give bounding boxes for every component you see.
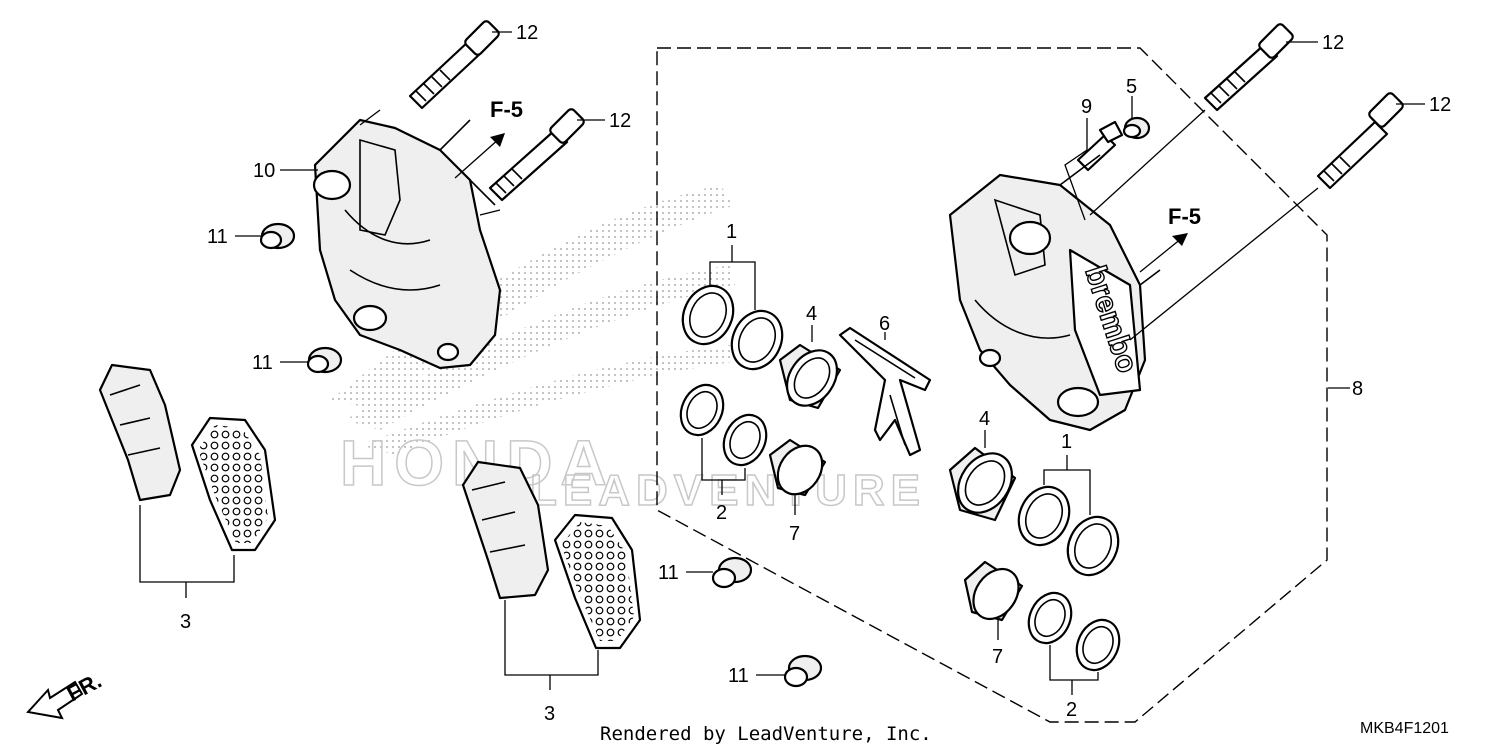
callout-9[interactable]: 9: [1081, 96, 1092, 118]
front-direction-arrow: [26, 680, 84, 720]
leader-lines: [235, 31, 1425, 676]
callout-5[interactable]: 5: [1126, 76, 1137, 98]
seal-small-lower-bracket: [1049, 645, 1099, 695]
piston-small-upper[interactable]: [768, 437, 832, 503]
collar-center-b[interactable]: [783, 654, 823, 688]
collar-center-a[interactable]: [711, 556, 753, 589]
callout-1-lower[interactable]: 1: [1061, 431, 1072, 453]
callout-7-lower[interactable]: 7: [992, 646, 1003, 668]
bolt-top-left[interactable]: [408, 20, 500, 110]
callout-12-top-left[interactable]: 12: [516, 22, 538, 44]
bolt-mid-right[interactable]: [1316, 92, 1404, 190]
callout-4-upper[interactable]: 4: [806, 303, 817, 325]
bleeder-valve[interactable]: [1076, 120, 1124, 172]
piston-small-lower[interactable]: [963, 560, 1028, 627]
callout-11-center-a[interactable]: 11: [658, 562, 679, 584]
seal-small-upper-bracket: [701, 438, 746, 495]
callout-12-mid-right[interactable]: 12: [1429, 94, 1451, 116]
callout-8[interactable]: 8: [1352, 378, 1363, 400]
forward-arrow-right: [1139, 233, 1188, 273]
pads-center-bracket: [504, 600, 599, 690]
seal-small-upper-b[interactable]: [716, 408, 774, 472]
pads-left-bracket: [139, 505, 235, 598]
bolt-mid-left[interactable]: [488, 108, 585, 202]
rendered-by-credit: Rendered by LeadVenture, Inc.: [600, 723, 932, 745]
callout-12-top-right[interactable]: 12: [1322, 32, 1344, 54]
collar-left-lower[interactable]: [306, 346, 343, 374]
seal-lower-a[interactable]: [1010, 479, 1079, 554]
callout-6[interactable]: 6: [879, 313, 890, 335]
seal-upper-a[interactable]: [674, 278, 743, 353]
collar-left-upper[interactable]: [259, 222, 296, 250]
bleeder-cap[interactable]: [1122, 116, 1151, 140]
caliper-left[interactable]: [312, 118, 502, 370]
seal-kit-lower-bracket: [1043, 455, 1091, 515]
seal-lower-b[interactable]: [1059, 509, 1128, 584]
bolt-top-right[interactable]: [1203, 23, 1294, 112]
pad-left-front[interactable]: [190, 416, 277, 552]
piston-large-upper[interactable]: [777, 341, 847, 415]
caliper-assembly-boundary: [656, 47, 1328, 723]
pad-left-back[interactable]: [98, 363, 182, 502]
callout-7-upper[interactable]: 7: [789, 523, 800, 545]
pad-center-front[interactable]: [553, 513, 642, 650]
diagram-code: MKB4F1201: [1360, 720, 1449, 737]
pad-spring[interactable]: [838, 326, 932, 457]
seal-kit-upper-bracket: [709, 245, 756, 310]
forward-arrow-left: [454, 133, 505, 179]
pad-center-back[interactable]: [461, 460, 550, 600]
seal-small-upper-a[interactable]: [673, 378, 731, 442]
callout-12-mid-left[interactable]: 12: [609, 110, 631, 132]
callout-11-left-upper[interactable]: 11: [207, 226, 228, 248]
caliper-right[interactable]: brembo: [948, 154, 1161, 432]
forward-mark-right: F-5: [1168, 204, 1201, 229]
forward-mark-left: F-5: [490, 97, 523, 122]
callout-2-lower[interactable]: 2: [1066, 699, 1077, 721]
piston-large-lower[interactable]: [947, 443, 1023, 523]
callout-2-upper[interactable]: 2: [716, 502, 727, 524]
callout-3-left[interactable]: 3: [180, 611, 191, 633]
honda-wing-watermark: [330, 185, 735, 455]
callout-4-lower[interactable]: 4: [979, 408, 990, 430]
callout-10[interactable]: 10: [253, 160, 275, 182]
callout-3-center[interactable]: 3: [544, 703, 555, 725]
seal-upper-b[interactable]: [723, 303, 792, 378]
callout-1-upper[interactable]: 1: [726, 221, 737, 243]
callout-11-left-lower[interactable]: 11: [252, 352, 273, 374]
callout-11-center-b[interactable]: 11: [728, 665, 749, 687]
seal-small-lower-a[interactable]: [1021, 586, 1079, 650]
seal-small-lower-b[interactable]: [1069, 613, 1127, 677]
dealer-watermark-text: LEADVENTURE: [530, 466, 926, 515]
